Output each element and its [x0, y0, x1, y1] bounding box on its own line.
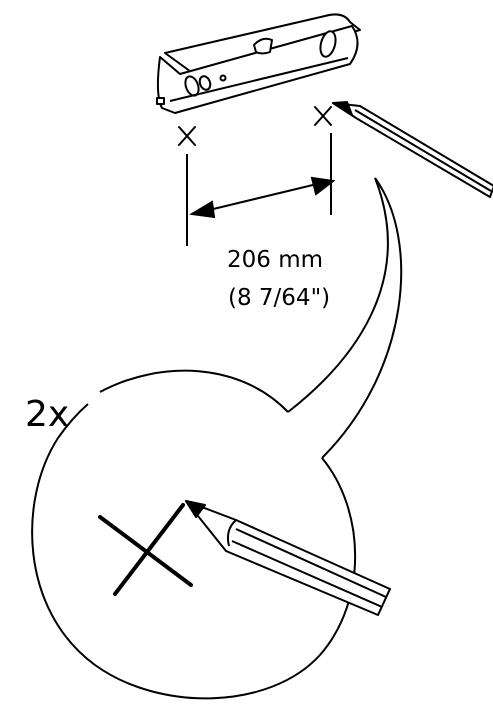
dimension-arrow-icon	[186, 133, 336, 246]
cross-mark-icon	[314, 106, 332, 126]
magnifier-callout-icon	[31, 177, 403, 700]
spirit-level-icon	[156, 13, 361, 114]
zoom-label: 2x	[25, 394, 69, 435]
pencil-icon	[332, 101, 493, 198]
cross-mark-icon	[98, 503, 193, 596]
cross-mark-icon	[178, 126, 196, 146]
pencil-icon	[185, 500, 391, 616]
measurement-imperial: (8 7/64")	[228, 285, 330, 311]
measurement-metric: 206 mm	[227, 247, 323, 273]
